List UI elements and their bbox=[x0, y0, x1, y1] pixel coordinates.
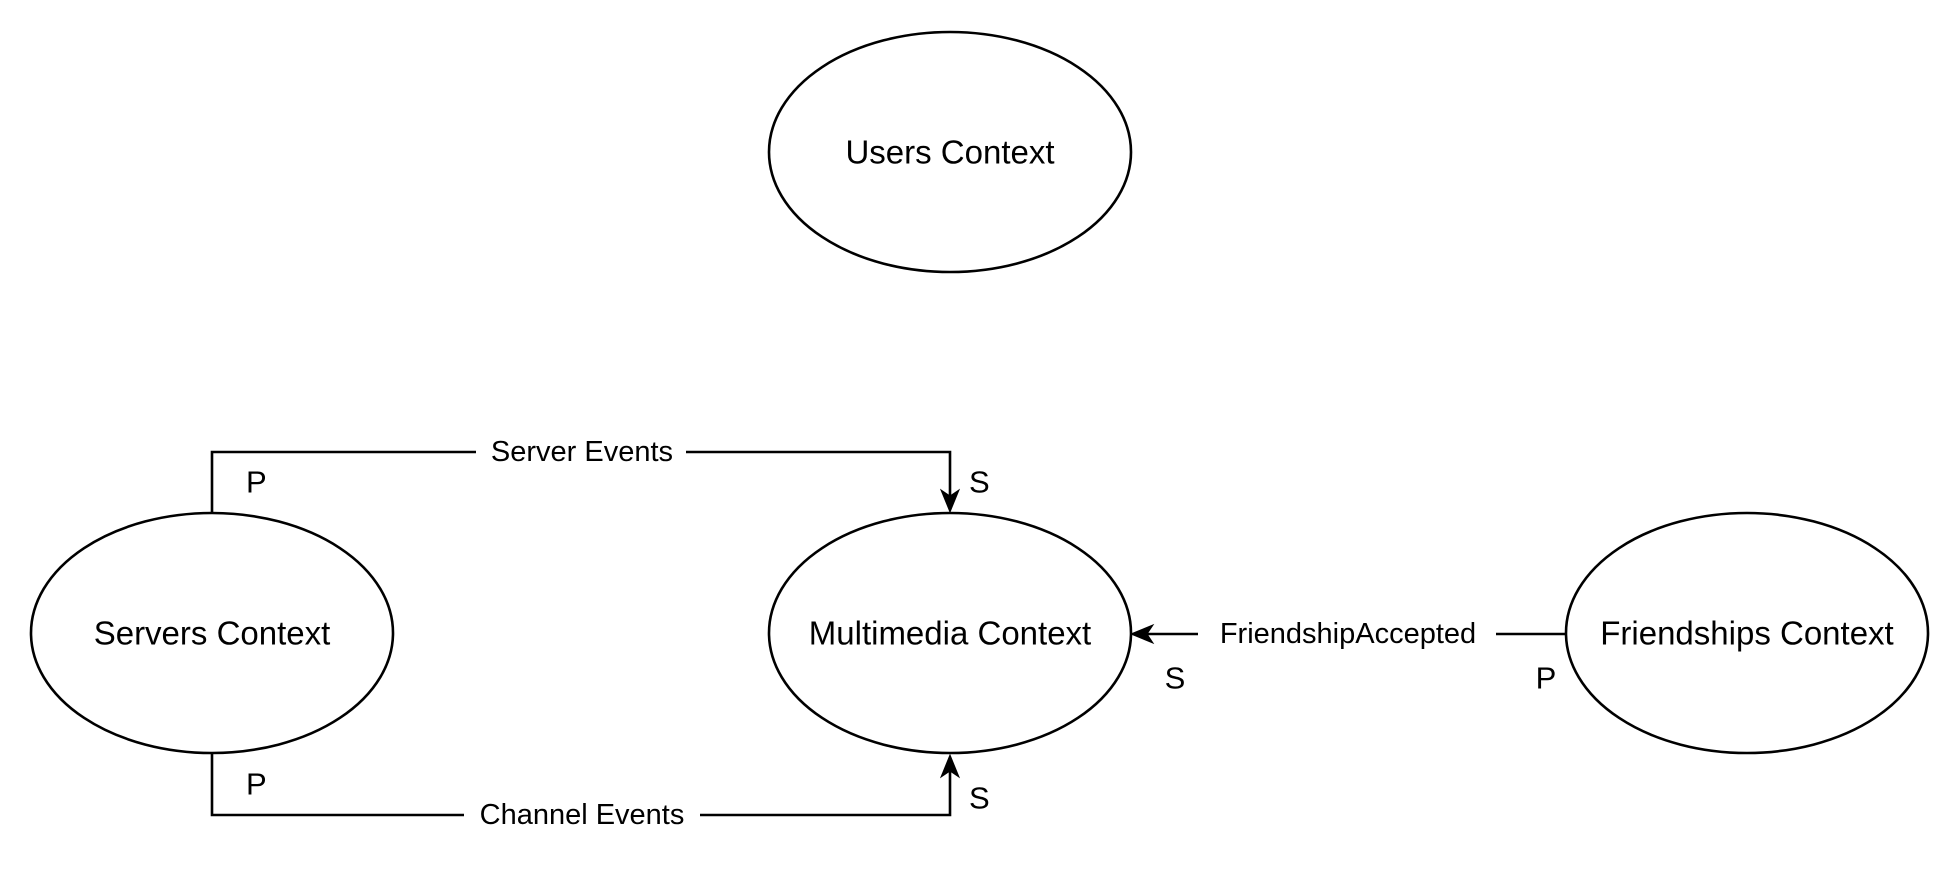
channel-events-label: Channel Events bbox=[480, 799, 685, 831]
friendship-accepted-label: FriendshipAccepted bbox=[1220, 618, 1476, 650]
friendships-context-label: Friendships Context bbox=[1600, 615, 1893, 652]
server-events-label-bg bbox=[476, 434, 686, 470]
friendship-accepted-source-role: P bbox=[1536, 661, 1557, 696]
channel-events-label-bg bbox=[464, 797, 700, 833]
friendships-context-ellipse bbox=[1564, 511, 1930, 755]
server-events-edge[interactable]: Server Events P S bbox=[210, 434, 990, 514]
users-context-node[interactable]: Users Context bbox=[767, 30, 1133, 274]
friendship-accepted-label-bg bbox=[1198, 616, 1496, 652]
channel-events-target-role: S bbox=[969, 781, 990, 816]
multimedia-context-node[interactable]: Multimedia Context bbox=[767, 511, 1133, 755]
friendships-context-node[interactable]: Friendships Context bbox=[1564, 511, 1930, 755]
users-context-ellipse bbox=[767, 30, 1133, 274]
friendship-accepted-edge[interactable]: FriendshipAccepted P S bbox=[1129, 616, 1566, 696]
channel-events-source-role: P bbox=[246, 767, 267, 802]
servers-context-node[interactable]: Servers Context bbox=[29, 511, 395, 755]
friendship-accepted-arrowhead bbox=[1129, 623, 1155, 645]
multimedia-context-ellipse bbox=[767, 511, 1133, 755]
server-events-target-role: S bbox=[969, 465, 990, 500]
multimedia-context-label: Multimedia Context bbox=[809, 615, 1091, 652]
server-events-source-role: P bbox=[246, 465, 267, 500]
friendship-accepted-target-role: S bbox=[1165, 661, 1186, 696]
servers-context-ellipse bbox=[29, 511, 395, 755]
server-events-arrowhead bbox=[939, 488, 961, 514]
channel-events-arrowhead bbox=[939, 753, 961, 779]
server-events-label: Server Events bbox=[491, 436, 673, 468]
users-context-label: Users Context bbox=[845, 134, 1054, 171]
servers-context-label: Servers Context bbox=[94, 615, 331, 652]
channel-events-edge[interactable]: Channel Events P S bbox=[210, 753, 990, 833]
